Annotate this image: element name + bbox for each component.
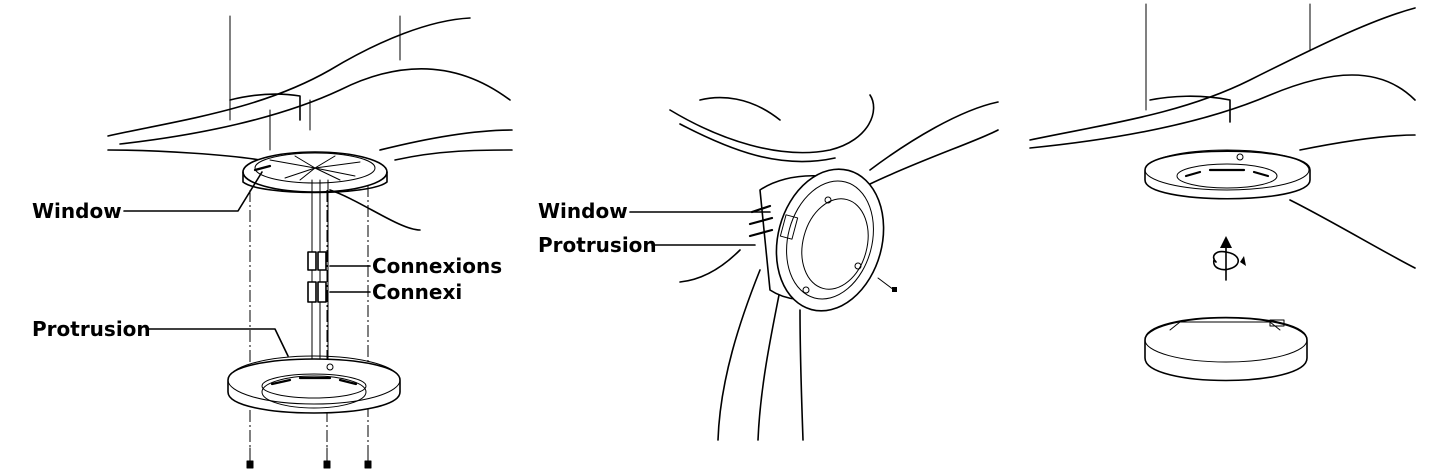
window-leader-line-1 [123, 171, 263, 212]
label-protrusion-2: Protrusion [538, 233, 657, 257]
label-window-2: Window [538, 199, 628, 223]
protrusion-leader-line-1 [145, 328, 289, 357]
rotate-arrow-icon [1212, 236, 1246, 281]
label-window: Window [32, 199, 122, 223]
label-protrusion: Protrusion [32, 317, 151, 341]
panel-3-cover-view [1029, 3, 1416, 382]
panel-1-exploded-view: Window Connexions Connexi Protrusion [32, 15, 513, 469]
leader-curve-1 [329, 189, 421, 231]
label-connexions: Connexions [372, 254, 502, 278]
panel-2-angled-view: Window Protrusion [538, 94, 999, 441]
label-connexi: Connexi [372, 280, 462, 304]
